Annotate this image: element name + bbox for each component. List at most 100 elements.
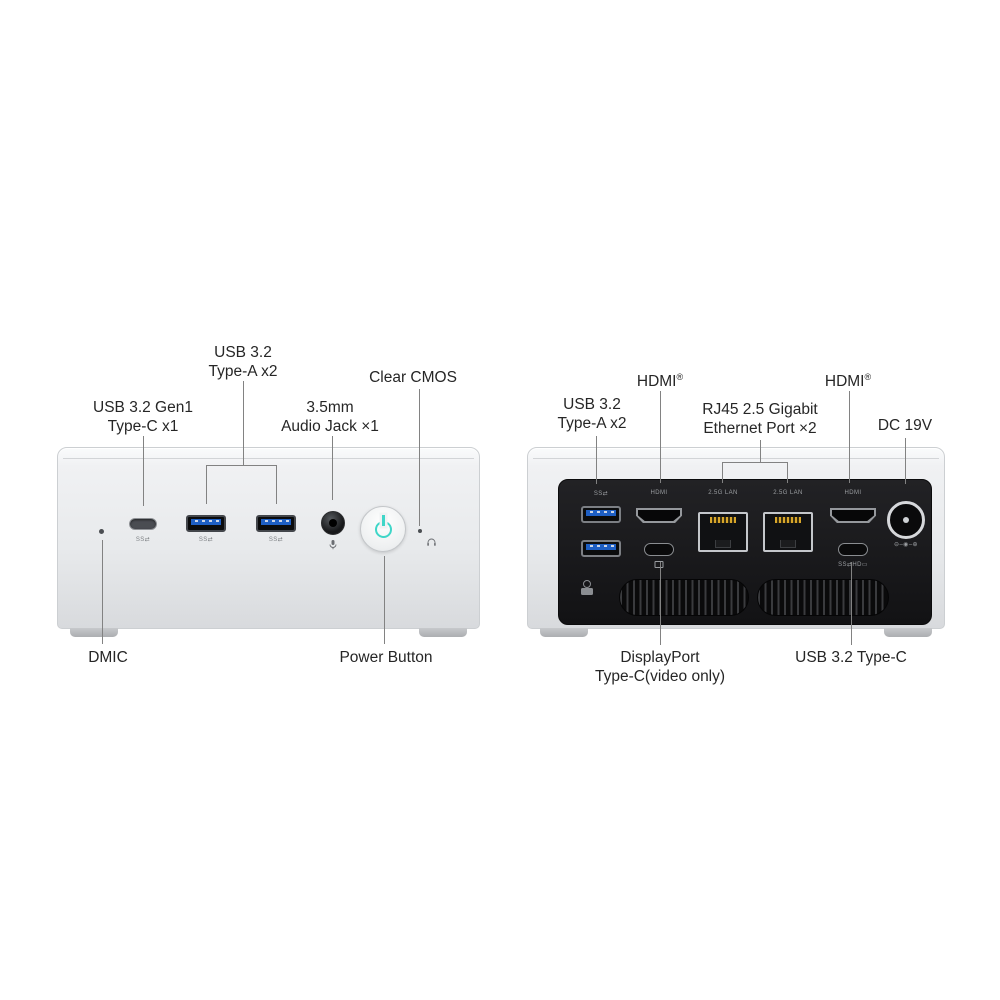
callout-line: USB 3.2 [563, 396, 621, 413]
leader-front-power [384, 556, 385, 644]
callout-line: 3.5mm [306, 399, 354, 416]
leader-front-audio [332, 436, 333, 500]
usb-a-port-2 [256, 515, 296, 532]
leader-rear-hdmi-right [849, 391, 850, 483]
leader-front-usb-a-drop-1 [206, 465, 207, 504]
hdmi-port-right [830, 508, 876, 523]
callout-line: DC 19V [877, 417, 933, 434]
usb-a-print-rear: SS⇄ [593, 491, 609, 497]
device-foot [540, 628, 588, 637]
power-icon-bar [381, 515, 385, 526]
callout-hdmi-left: HDMI® [637, 368, 683, 391]
callout-line: USB 3.2 Type-C [795, 649, 907, 666]
usb-a-print-1: SS⇄ [198, 537, 214, 543]
ethernet-port-2 [763, 512, 813, 552]
kensington-lock-icon [581, 580, 593, 595]
mic-icon [329, 540, 337, 550]
usb-c-print: SS⇄ [135, 537, 151, 543]
vent-grille-right [757, 579, 889, 616]
lan-print-1: 2.5G LAN [708, 490, 738, 496]
usb-c-port-rear [838, 543, 868, 556]
rj45-notch [715, 540, 731, 548]
leader-rear-lan-drop-1 [722, 462, 723, 483]
usb-a-tongue [586, 544, 616, 550]
usb-a-tongue [191, 519, 221, 525]
leader-rear-usb-c [851, 562, 852, 645]
callout-power-button: Power Button [339, 648, 432, 667]
mini-pc-rear-view: SS⇄ HDMI 2.5G LAN 2.5G LAN HDMI [527, 447, 945, 637]
rj45-pins [775, 517, 801, 523]
callout-ethernet: RJ45 2.5 Gigabit Ethernet Port ×2 [702, 400, 817, 438]
headphones-icon [427, 538, 436, 546]
chassis-top-edge-line [63, 458, 474, 459]
ethernet-port-1 [698, 512, 748, 552]
usb-a-tongue [586, 510, 616, 516]
rj45-pins [710, 517, 736, 523]
callout-line: Type-C(video only) [594, 668, 726, 685]
device-foot [884, 628, 932, 637]
registered-mark: ® [676, 372, 684, 382]
usb-a-port-rear-top [581, 506, 621, 523]
callout-line: Type-A x2 [208, 363, 278, 380]
power-button [360, 506, 406, 552]
dc-polarity-print: ⊖–◉–⊕ [894, 542, 918, 548]
lan-print-2: 2.5G LAN [773, 490, 803, 496]
usb-c-displayport [644, 543, 674, 556]
leader-front-clear-cmos [419, 389, 420, 526]
chassis-top-edge-line [533, 458, 939, 459]
leader-rear-lan-drop-2 [787, 462, 788, 483]
hdmi-slot [832, 510, 874, 521]
display-icon [654, 561, 664, 568]
hdmi-slot [638, 510, 680, 521]
callout-line: Clear CMOS [369, 369, 457, 386]
hdmi-port-left [636, 508, 682, 523]
usb-a-print-2: SS⇄ [268, 537, 284, 543]
hdmi-print-right: HDMI [844, 490, 862, 496]
leader-rear-hdmi-left [660, 391, 661, 483]
leader-front-usb-a-bar [206, 465, 277, 466]
usb-a-port-rear-bottom [581, 540, 621, 557]
callout-hdmi-right: HDMI® [825, 368, 871, 391]
callout-line: Audio Jack ×1 [281, 418, 379, 435]
callout-dmic: DMIC [88, 648, 128, 667]
callout-line: HDMI [636, 373, 677, 391]
callout-line: DMIC [88, 649, 128, 666]
clear-cmos-hole [418, 529, 422, 533]
lock-shackle [583, 580, 591, 588]
leader-front-dmic [102, 540, 103, 644]
audio-jack [321, 511, 345, 535]
rj45-notch [780, 540, 796, 548]
dc-power-jack [887, 501, 925, 539]
leader-rear-lan-stem [760, 440, 761, 463]
usb-c-print-rear: SS⇄HD▭ [838, 562, 868, 568]
leader-rear-dc [905, 438, 906, 484]
callout-dc-19v: DC 19V [878, 416, 932, 435]
vent-grille-left [619, 579, 749, 616]
callout-line: Power Button [339, 649, 433, 666]
hdmi-print-left: HDMI [650, 490, 668, 496]
callout-line: Ethernet Port ×2 [703, 420, 817, 437]
device-foot [419, 628, 467, 637]
usb-a-tongue [261, 519, 291, 525]
registered-mark: ® [864, 372, 872, 382]
callout-clear-cmos: Clear CMOS [369, 368, 457, 387]
callout-line: Type-A x2 [557, 415, 627, 432]
callout-usb-c-rear: USB 3.2 Type-C [795, 648, 907, 667]
callout-line: RJ45 2.5 Gigabit [702, 401, 818, 418]
rear-io-panel: SS⇄ HDMI 2.5G LAN 2.5G LAN HDMI [558, 479, 932, 625]
leader-rear-usb-a [596, 436, 597, 484]
callout-line: HDMI [824, 373, 865, 391]
callout-usb-a-front: USB 3.2 Type-A x2 [209, 343, 278, 381]
callout-line: USB 3.2 [214, 344, 272, 361]
leader-front-usb-c [143, 436, 144, 506]
usb-c-port [129, 518, 157, 530]
callout-audio-jack: 3.5mm Audio Jack ×1 [281, 398, 379, 436]
callout-line: Type-C x1 [107, 418, 179, 435]
mini-pc-front-view: SS⇄ SS⇄ SS⇄ [57, 447, 480, 637]
callout-usb-c-gen1: USB 3.2 Gen1 Type-C x1 [93, 398, 193, 436]
callout-line: USB 3.2 Gen1 [93, 399, 193, 416]
lock-body [581, 588, 593, 595]
device-foot [70, 628, 118, 637]
callout-line: DisplayPort [620, 649, 700, 666]
